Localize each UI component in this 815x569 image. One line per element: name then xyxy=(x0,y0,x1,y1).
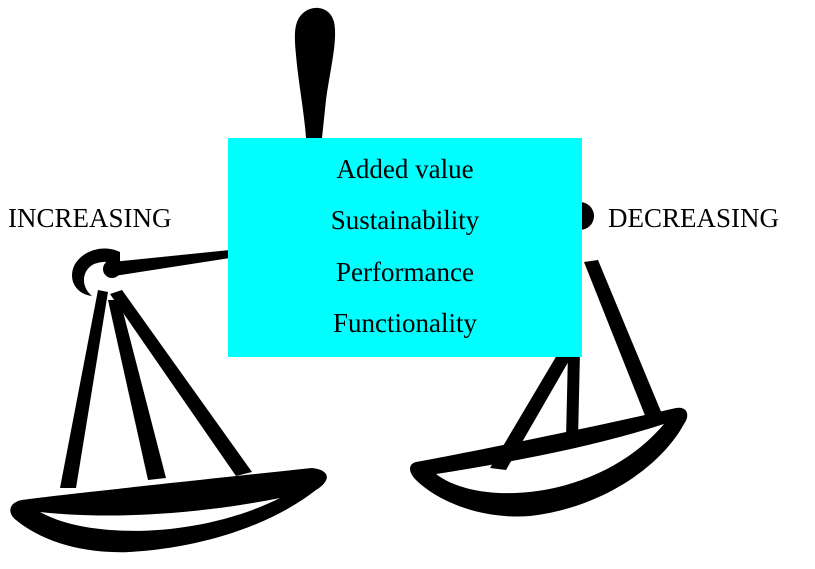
factors-box: Added value Sustainability Performance F… xyxy=(228,138,582,357)
factor-sustainability: Sustainability xyxy=(330,205,480,236)
left-pan-string-1 xyxy=(60,290,108,488)
left-pivot-hook xyxy=(72,248,120,296)
factor-performance: Performance xyxy=(336,256,474,287)
factor-functionality: Functionality xyxy=(333,307,477,338)
right-pan-string-1 xyxy=(490,350,574,470)
right-pan xyxy=(410,407,688,517)
left-pan-string-2 xyxy=(108,300,166,480)
scale-beam xyxy=(112,250,230,276)
increasing-label: INCREASING xyxy=(8,203,172,233)
decreasing-label: DECREASING xyxy=(608,203,780,233)
factor-added-value: Added value xyxy=(336,154,474,185)
right-pan-string-3 xyxy=(584,260,662,418)
left-pan xyxy=(10,468,327,553)
scale-post xyxy=(294,7,336,139)
left-pan-string-3 xyxy=(110,290,252,476)
right-pan-string-2 xyxy=(566,352,580,440)
left-pivot xyxy=(103,260,121,278)
